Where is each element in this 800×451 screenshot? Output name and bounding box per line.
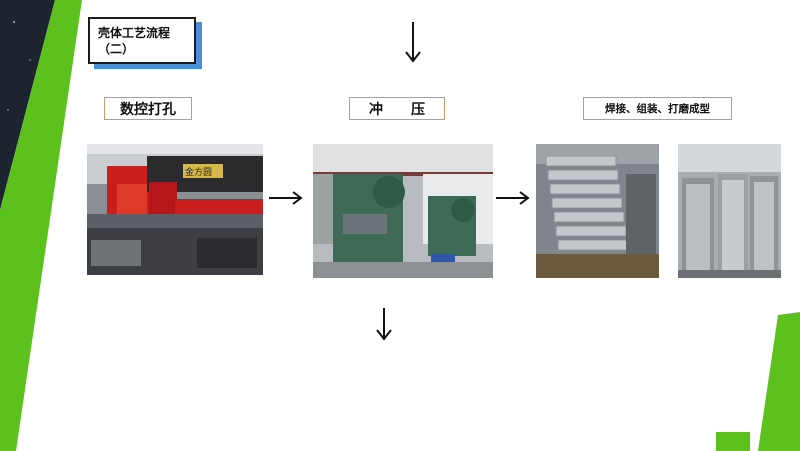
section-subtitle: （二） xyxy=(98,42,135,56)
finished-shells-photo xyxy=(678,144,781,278)
section-title: 壳体工艺流程 xyxy=(98,26,171,40)
right-arrow-icon xyxy=(269,191,303,205)
machine-brand-label: 金方圆 xyxy=(185,166,212,178)
step-label-stamping: 冲 压 xyxy=(349,97,445,120)
section-title-box: 壳体工艺流程 （二） xyxy=(88,17,196,64)
right-arrow-icon xyxy=(496,191,530,205)
step-label-text: 焊接、组装、打磨成型 xyxy=(605,103,710,115)
cnc-punching-photo: 金方圆 xyxy=(87,144,263,275)
step-label-text: 冲 压 xyxy=(369,101,425,118)
down-arrow-icon xyxy=(376,308,392,341)
welded-shells-stack-photo xyxy=(536,144,659,278)
left-green-stripe xyxy=(0,0,82,451)
green-square-accent xyxy=(716,432,750,451)
step-label-text: 数控打孔 xyxy=(120,101,176,118)
down-arrow-icon xyxy=(405,22,421,63)
stamping-press-photo xyxy=(313,144,493,278)
right-green-stripe xyxy=(758,312,800,451)
step-label-cnc-punching: 数控打孔 xyxy=(104,97,192,120)
step-label-welding-assembly: 焊接、组装、打磨成型 xyxy=(583,97,732,120)
